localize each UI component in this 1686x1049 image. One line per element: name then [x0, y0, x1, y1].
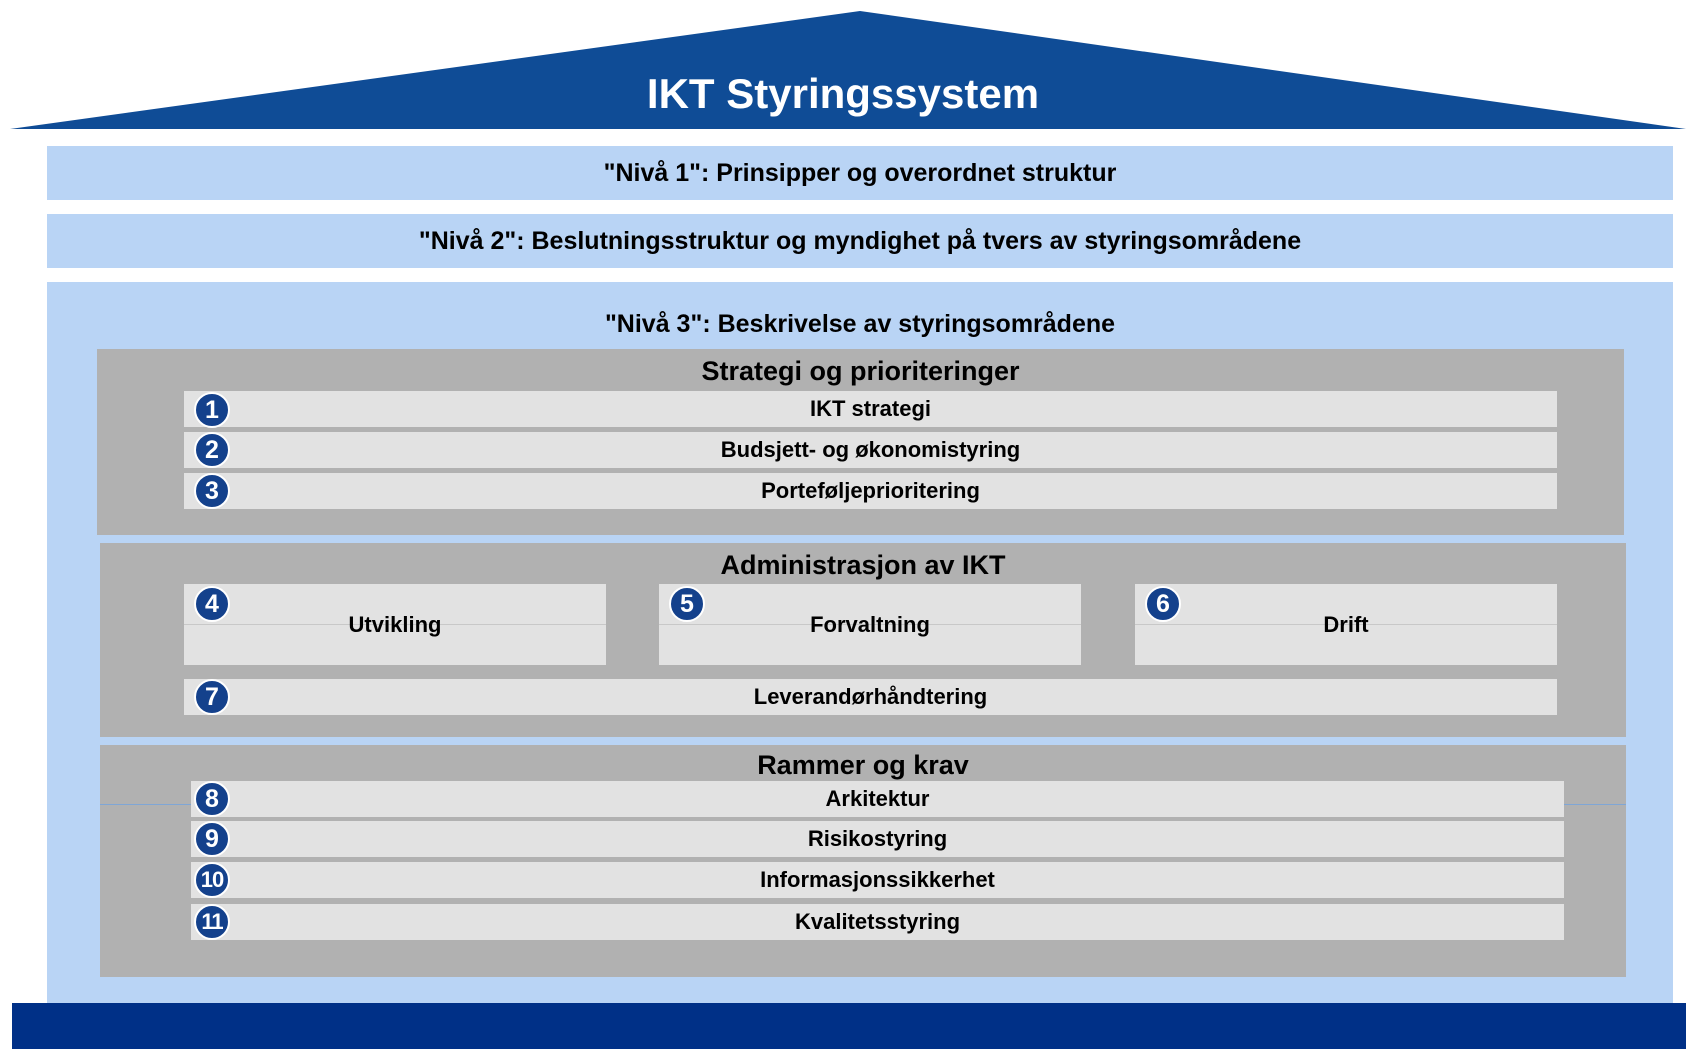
- item-label: Risikostyring: [807, 826, 948, 851]
- item-portefolje: Porteføljeprioritering: [184, 473, 1557, 509]
- item-kvalitetsstyring: Kvalitetsstyring: [191, 904, 1564, 940]
- section-title: Strategi og prioriteringer: [701, 356, 1020, 386]
- item-label: Porteføljeprioritering: [761, 478, 980, 503]
- level-3-title: "Nivå 3": Beskrivelse av styringsområden…: [604, 310, 1116, 338]
- item-label: Kvalitetsstyring: [794, 909, 961, 934]
- item-forvaltning: Forvaltning: [659, 584, 1081, 665]
- foundation-bar: [12, 1003, 1686, 1049]
- item-drift: Drift: [1135, 584, 1557, 665]
- item-budsjett: Budsjett- og økonomistyring: [184, 432, 1557, 468]
- number-badge: 5: [669, 586, 705, 622]
- number-badge: 6: [1145, 586, 1181, 622]
- item-label: Drift: [1323, 611, 1369, 637]
- number-badge: 11: [194, 904, 230, 940]
- number-badge: 1: [194, 392, 230, 428]
- item-risikostyring: Risikostyring: [191, 821, 1564, 857]
- level-2-bar: "Nivå 2": Beslutningsstruktur og myndigh…: [47, 214, 1673, 268]
- item-label: IKT strategi: [809, 396, 932, 421]
- number-badge: 8: [194, 781, 230, 817]
- level-1-bar: "Nivå 1": Prinsipper og overordnet struk…: [47, 146, 1673, 200]
- roof: [10, 11, 1686, 129]
- item-label: Utvikling: [348, 611, 442, 637]
- item-leverandor: Leverandørhåndtering: [184, 679, 1557, 715]
- number-badge: 7: [194, 679, 230, 715]
- item-arkitektur: Arkitektur: [191, 781, 1564, 817]
- divider: [1135, 624, 1557, 625]
- roof-shape: [10, 11, 1686, 129]
- section-title: Rammer og krav: [757, 750, 969, 780]
- number-badge: 10: [194, 862, 230, 898]
- item-label: Informasjonssikkerhet: [760, 867, 995, 892]
- item-ikt-strategi: IKT strategi: [184, 391, 1557, 427]
- item-label: Leverandørhåndtering: [753, 684, 988, 709]
- number-badge: 9: [194, 821, 230, 857]
- divider: [184, 624, 606, 625]
- item-informasjonssikkerhet: Informasjonssikkerhet: [191, 862, 1564, 898]
- section-title: Administrasjon av IKT: [720, 550, 1006, 580]
- number-badge: 2: [194, 432, 230, 468]
- divider: [659, 624, 1081, 625]
- section-rammer: Rammer og krav: [100, 745, 1626, 977]
- diagram-title: IKT Styringssystem: [646, 70, 1040, 117]
- item-label: Arkitektur: [825, 786, 930, 811]
- number-badge: 3: [194, 473, 230, 509]
- item-label: Budsjett- og økonomistyring: [720, 437, 1021, 462]
- number-badge: 4: [194, 586, 230, 622]
- item-utvikling: Utvikling: [184, 584, 606, 665]
- item-label: Forvaltning: [810, 611, 930, 637]
